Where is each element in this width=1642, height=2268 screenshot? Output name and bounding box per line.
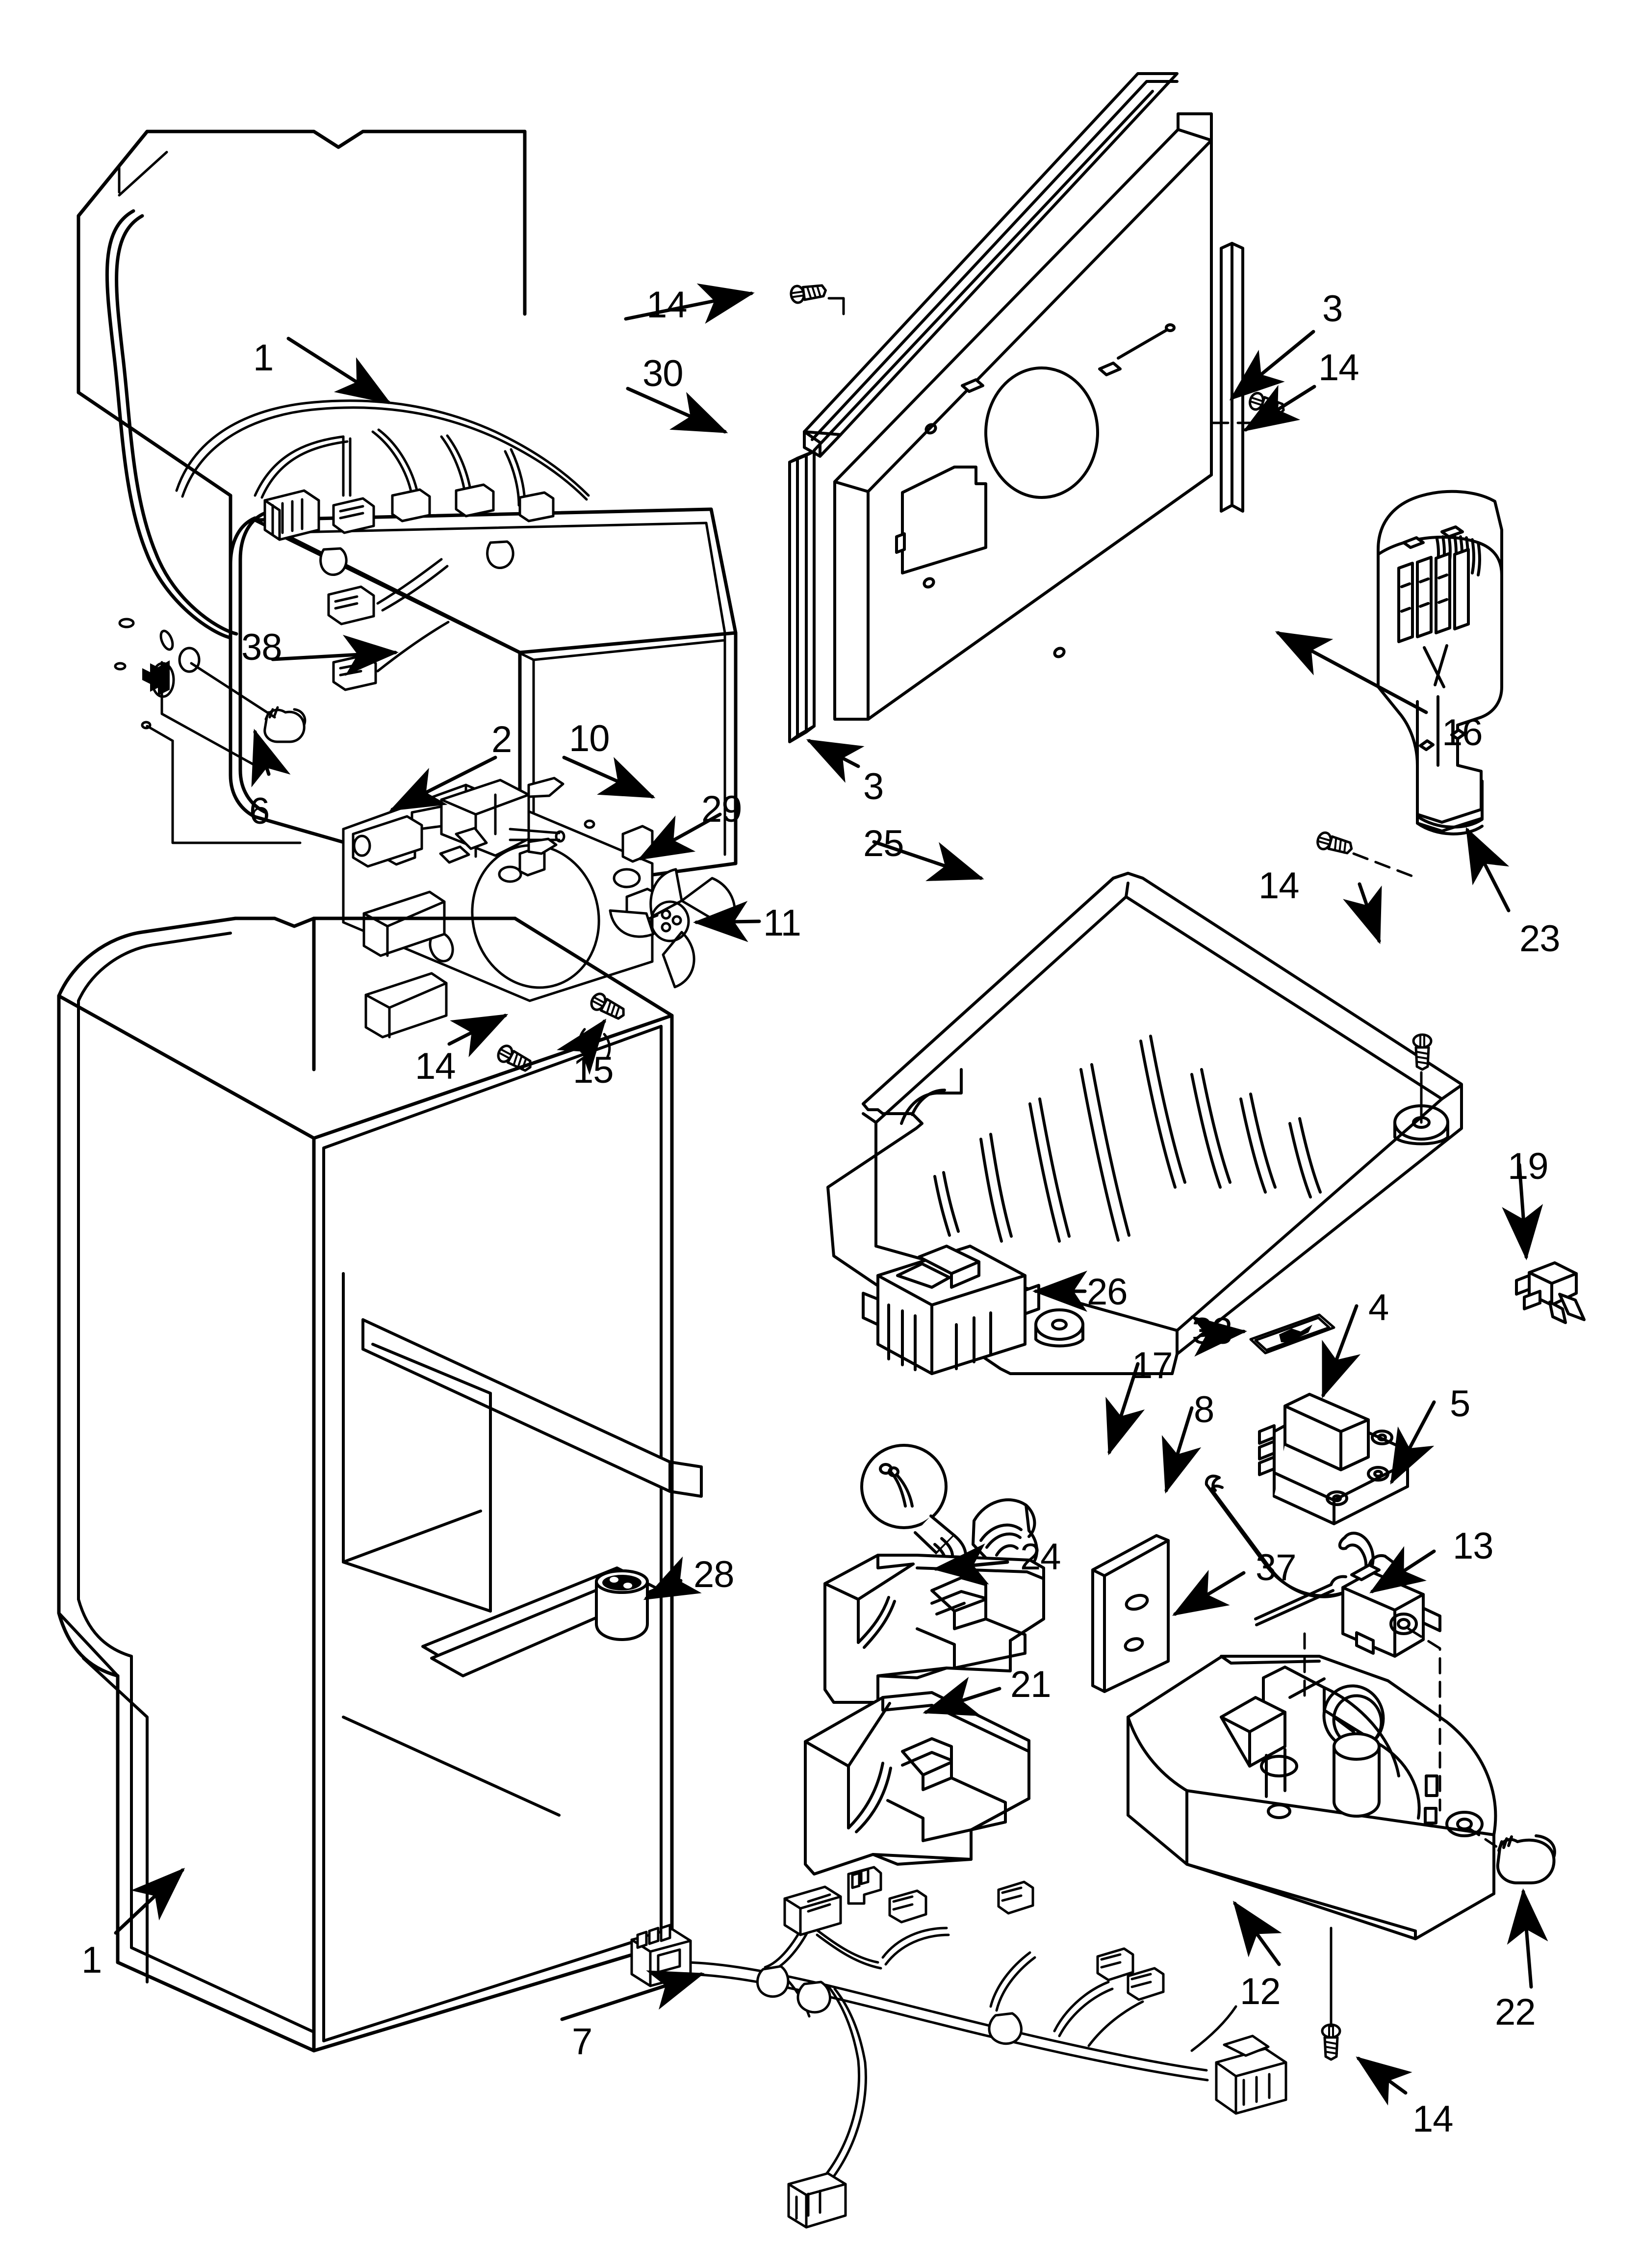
callout-14-pan: 14 [1258,865,1300,907]
trim-strip-30 [803,72,1179,458]
callout-15: 15 [573,1049,614,1091]
lower-hinge-cover-21 [804,1691,1030,1876]
upper-hinge-cover-24 [823,1554,1045,1704]
back-panel-16 [833,112,1213,721]
callout-4: 4 [1368,1287,1389,1329]
leader-lines [114,283,1548,2106]
callout-33: 33 [1192,1310,1233,1352]
callout-1-bottom: 1 [81,1939,102,1981]
grommets-15 [352,815,448,1039]
compressor-cover-23 [1377,490,1503,835]
callout-28: 28 [693,1554,735,1595]
drain-pan-25 [826,872,1463,1375]
relay-overload-26 [862,1245,1040,1375]
callout-13: 13 [1453,1525,1494,1567]
callout-2: 2 [491,719,512,760]
callout-38: 38 [241,626,282,668]
callout-22: 22 [1495,1991,1536,2033]
callout-21: 21 [1010,1664,1052,1705]
connector-38 [327,585,377,691]
callout-17: 17 [1132,1345,1173,1386]
callout-3-right: 3 [1322,288,1343,330]
callout-3-left: 3 [863,766,884,808]
mounting-plate-37 [1091,1534,1170,1693]
callout-6: 6 [249,790,270,832]
callout-14-fan: 14 [415,1045,456,1087]
fan-blade-11 [609,868,736,989]
callout-24: 24 [1020,1536,1061,1578]
hinge-bushing-28 [595,1569,649,1641]
callout-37: 37 [1256,1547,1297,1589]
freezer-liner-upper [77,130,527,640]
callout-26: 26 [1087,1271,1128,1313]
wire-connector-clip-19 [1515,1261,1586,1324]
callout-14-trim: 14 [646,284,688,326]
callout-10: 10 [569,718,610,759]
callout-29: 29 [701,788,743,830]
callout-23: 23 [1519,918,1561,960]
compressor-drain-tray-12 [1127,1655,1497,1940]
callout-12: 12 [1240,1971,1281,2012]
callout-25: 25 [863,823,904,864]
callout-11: 11 [763,902,801,944]
side-rail-left-3 [788,450,816,743]
harness-upper [175,399,590,576]
side-rail-right-3 [1220,242,1244,513]
callout-8: 8 [1194,1389,1214,1431]
knob-plug-22 [1496,1834,1556,1884]
wire-harness-7 [630,1866,1287,2229]
callout-16: 16 [1442,712,1483,754]
callout-14-rail: 14 [1318,347,1360,389]
callout-5: 5 [1450,1383,1470,1425]
nameplate-label-33 [1249,1313,1335,1355]
callout-14-tray: 14 [1412,2098,1454,2140]
callout-7: 7 [572,2021,592,2062]
callout-19: 19 [1508,1146,1549,1187]
defrost-timer-4 [1258,1393,1409,1525]
callout-30: 30 [642,353,684,394]
plug-button-6 [263,706,307,743]
callout-1-top: 1 [253,337,274,379]
